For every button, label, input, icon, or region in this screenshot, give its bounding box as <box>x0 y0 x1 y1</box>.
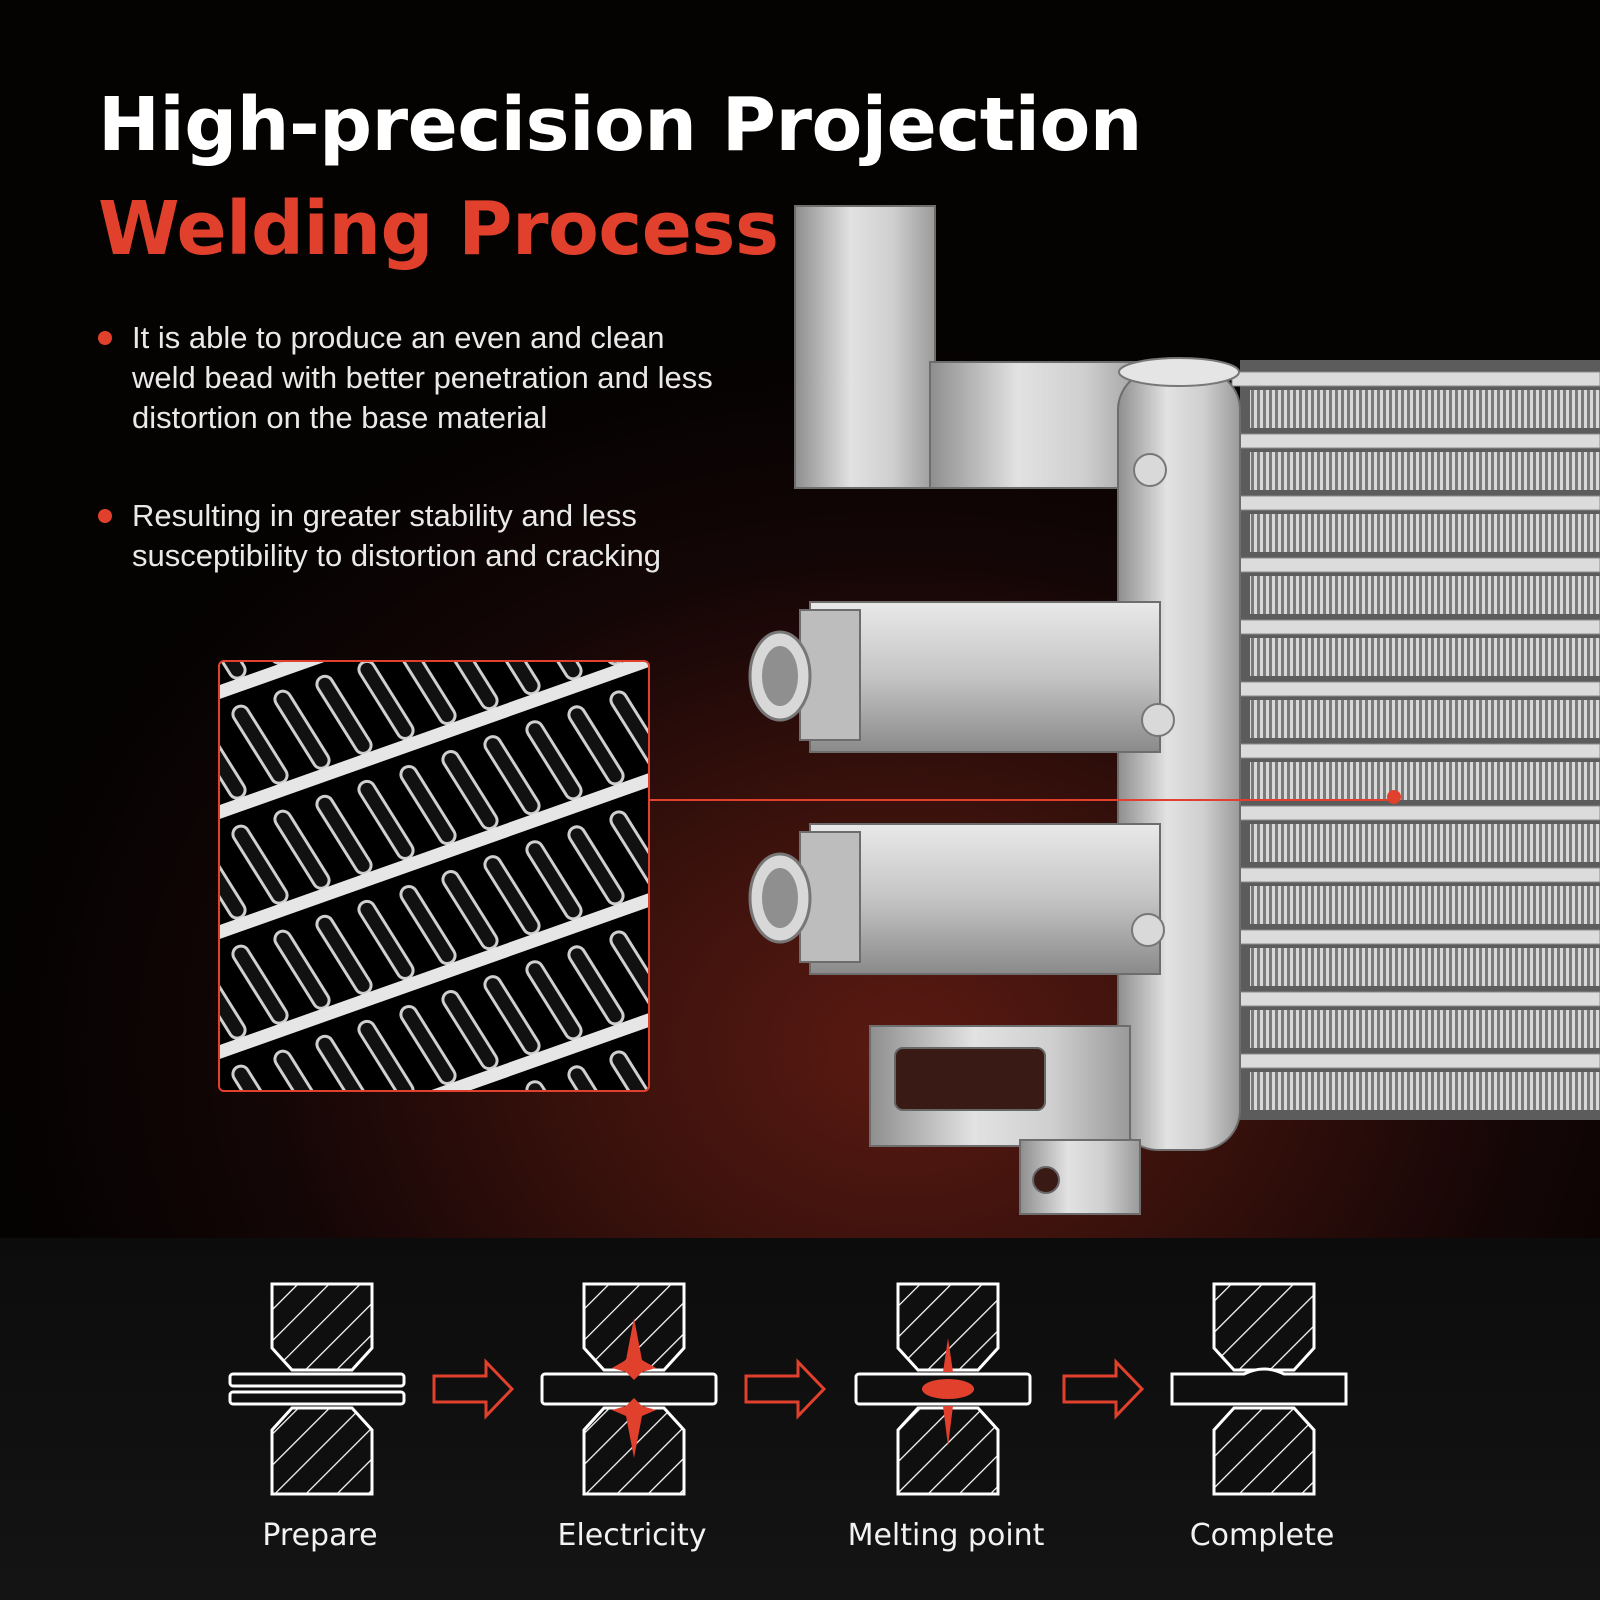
electricity-diagram-icon <box>540 1282 718 1496</box>
arrow-right-icon <box>744 1358 827 1420</box>
headline-line1: High-precision Projection <box>98 82 1143 168</box>
arrow-right-icon <box>432 1358 515 1420</box>
process-steps-band <box>0 1238 1600 1600</box>
bullet-dot-icon <box>98 509 112 523</box>
weld-detail-zoom <box>218 660 650 1092</box>
prepare-diagram-icon <box>228 1282 406 1496</box>
top-bracket <box>794 205 936 489</box>
melting-point-diagram-icon <box>854 1282 1032 1496</box>
bullet-item: It is able to produce an even and clean … <box>98 318 718 438</box>
cooler-product-image <box>650 205 1600 1215</box>
arrow-right-icon <box>1062 1358 1145 1420</box>
callout-dot <box>1387 790 1401 804</box>
step-label-melting-point: Melting point <box>847 1518 1045 1553</box>
header-tank <box>1117 369 1241 1151</box>
headline-line2: Welding Process <box>98 186 779 272</box>
bullet-dot-icon <box>98 331 112 345</box>
weld-detail-image <box>220 662 648 1090</box>
cooler-core <box>1231 360 1600 1120</box>
bullet-text: It is able to produce an even and clean … <box>132 320 713 435</box>
step-label-prepare: Prepare <box>262 1518 378 1553</box>
bullet-text: Resulting in greater stability and less … <box>132 498 661 573</box>
step-label-complete: Complete <box>1189 1518 1335 1553</box>
step-label-electricity: Electricity <box>557 1518 707 1553</box>
complete-diagram-icon <box>1170 1282 1348 1496</box>
process-steps-diagram <box>228 1282 1348 1496</box>
bullet-item: Resulting in greater stability and less … <box>98 496 718 576</box>
lower-fitting <box>748 823 1161 975</box>
upper-fitting <box>748 601 1161 753</box>
